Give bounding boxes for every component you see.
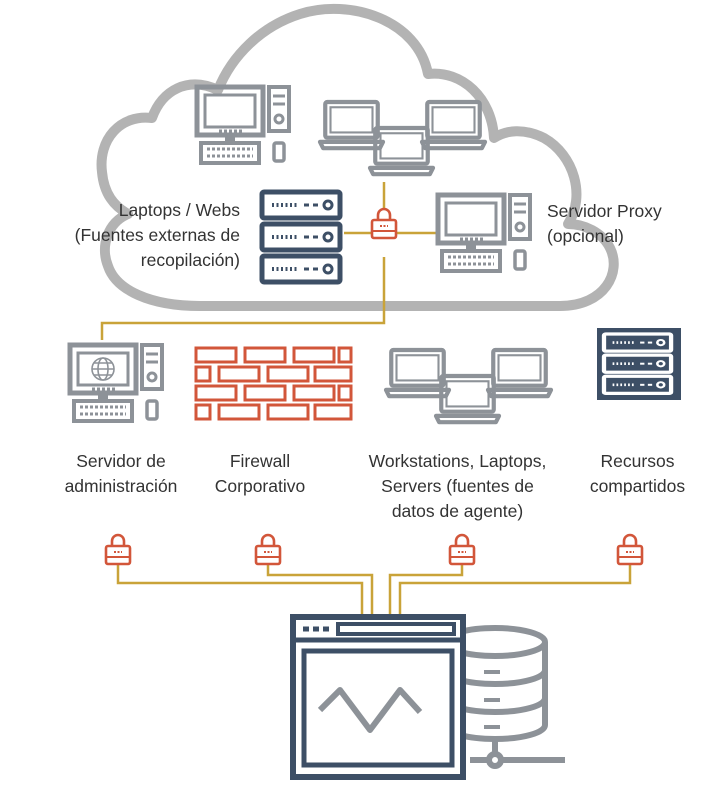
label-firewall: Firewall Corporativo	[214, 451, 306, 496]
desktop-computer-icon	[197, 87, 289, 163]
label-laptops-webs: Laptops / Webs (Fuentes externas de reco…	[74, 200, 240, 270]
desktop-computer-icon	[438, 195, 530, 271]
laptop-group-icon	[320, 102, 485, 174]
cloud-icon	[96, 3, 619, 311]
server-rack-icon	[597, 328, 681, 400]
padlock-icon	[616, 533, 644, 566]
padlock-icon	[254, 533, 282, 566]
server-rack-icon	[262, 192, 340, 282]
padlock-icon	[370, 207, 398, 240]
padlock-icon	[104, 533, 132, 566]
label-workstations: Workstations, Laptops, Servers (fuentes …	[368, 451, 547, 521]
laptop-group-icon	[386, 350, 551, 422]
monitoring-window-icon	[290, 614, 466, 780]
label-proxy: Servidor Proxy (opcional)	[547, 201, 662, 246]
label-shared-resources: Recursos compartidos	[589, 451, 686, 496]
label-admin-server: Servidor de administración	[64, 451, 178, 496]
globe-icon	[91, 357, 115, 381]
connection-lines	[100, 182, 632, 614]
padlock-icon	[448, 533, 476, 566]
admin-desktop-icon	[70, 345, 162, 421]
brick-wall-icon	[194, 346, 353, 421]
